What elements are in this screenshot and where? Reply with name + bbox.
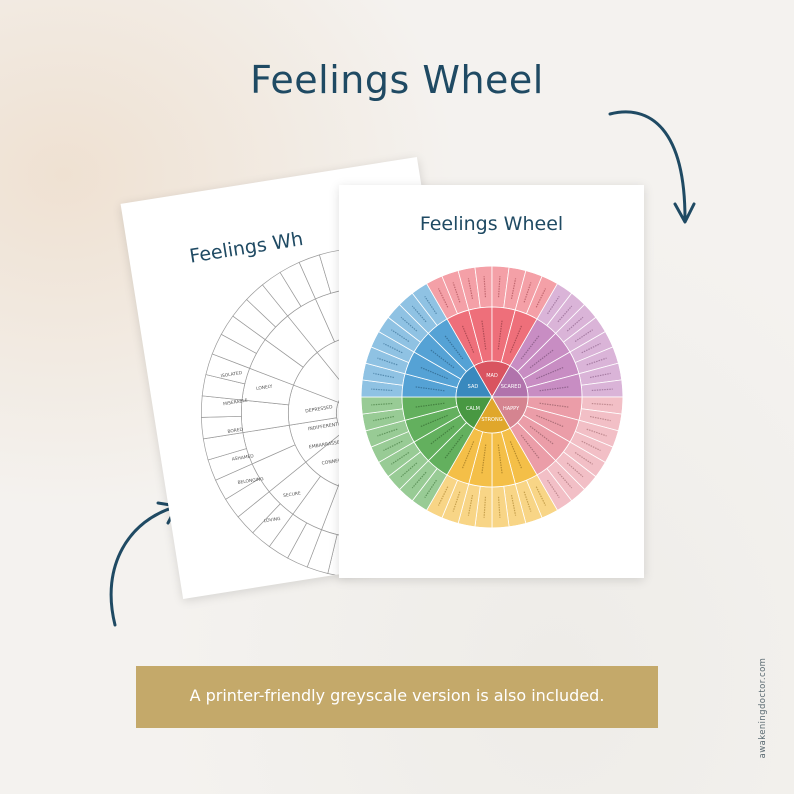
greyscale-label: ISOLATED <box>220 370 243 379</box>
label-text-mark <box>535 288 547 308</box>
greyscale-label: LOVING <box>264 516 282 525</box>
label-text-mark <box>566 462 584 478</box>
caption-banner: A printer-friendly greyscale version is … <box>136 666 658 728</box>
label-text-mark <box>523 491 532 512</box>
label-text-mark <box>566 316 584 332</box>
label-text-mark <box>574 329 593 342</box>
core-emotion-label: MAD <box>486 373 498 379</box>
core-emotion-label: SAD <box>468 384 479 390</box>
label-text-mark <box>536 414 565 428</box>
curved-arrow-icon <box>608 110 696 224</box>
label-text-mark <box>461 441 475 470</box>
label-text-mark <box>467 278 474 300</box>
greyscale-label: MISERABLE <box>223 397 249 407</box>
label-text-mark <box>400 462 418 478</box>
greyscale-label: INDIFFERENT <box>308 422 339 433</box>
wheel-outline <box>360 265 624 529</box>
caption-text: A printer-friendly greyscale version is … <box>189 686 605 705</box>
label-text-mark <box>547 296 560 315</box>
watermark-url: awakeningdoctor.com <box>758 657 768 759</box>
label-text-mark <box>411 305 427 323</box>
greyscale-label: ASHAMED <box>231 453 254 462</box>
label-text-mark <box>371 402 393 406</box>
core-emotion-label: HAPPY <box>503 406 520 412</box>
label-text-mark <box>523 282 532 303</box>
label-text-mark <box>424 296 437 315</box>
label-text-mark <box>557 471 573 489</box>
label-text-mark <box>373 415 395 422</box>
core-emotion-label: SCARED <box>501 384 522 390</box>
label-text-mark <box>510 278 517 300</box>
page-heading: Feelings Wheel <box>250 58 544 102</box>
label-text-mark <box>452 282 461 303</box>
greyscale-label: EMBARRASSED <box>309 439 345 450</box>
label-text-mark <box>574 452 593 465</box>
label-text-mark <box>411 471 427 489</box>
label-text-mark <box>497 496 501 518</box>
label-text-mark <box>581 440 601 452</box>
label-text-mark <box>586 428 607 437</box>
label-text-mark <box>591 388 613 392</box>
label-text-mark <box>483 496 487 518</box>
greyscale-label: BELONGING <box>237 476 264 486</box>
label-text-mark <box>509 441 523 470</box>
label-text-mark <box>452 491 461 512</box>
wheel-core-segment <box>455 365 493 398</box>
greyscale-label: LONELY <box>256 383 273 392</box>
label-text-mark <box>536 366 565 380</box>
greyscale-label: DEPRESSED <box>305 404 334 414</box>
greyscale-label: SECURE <box>283 490 302 499</box>
label-text-mark <box>371 388 393 392</box>
label-text-mark <box>586 357 607 366</box>
label-text-mark <box>424 479 437 498</box>
greyscale-label: BORED <box>227 426 244 434</box>
label-text-mark <box>535 486 547 506</box>
core-emotion-label: STRONG <box>481 417 502 423</box>
label-text-mark <box>581 342 601 354</box>
core-emotion-label: CALM <box>466 406 480 412</box>
label-text-mark <box>391 452 410 465</box>
color-sheet-title: Feelings Wheel <box>419 213 564 235</box>
label-text-mark <box>591 402 613 406</box>
greyscale-label: CONNECTED <box>321 456 351 467</box>
label-text-mark <box>391 329 410 342</box>
label-text-mark <box>557 305 573 323</box>
label-text-mark <box>400 316 418 332</box>
label-text-mark <box>373 372 395 379</box>
label-text-mark <box>437 486 449 506</box>
